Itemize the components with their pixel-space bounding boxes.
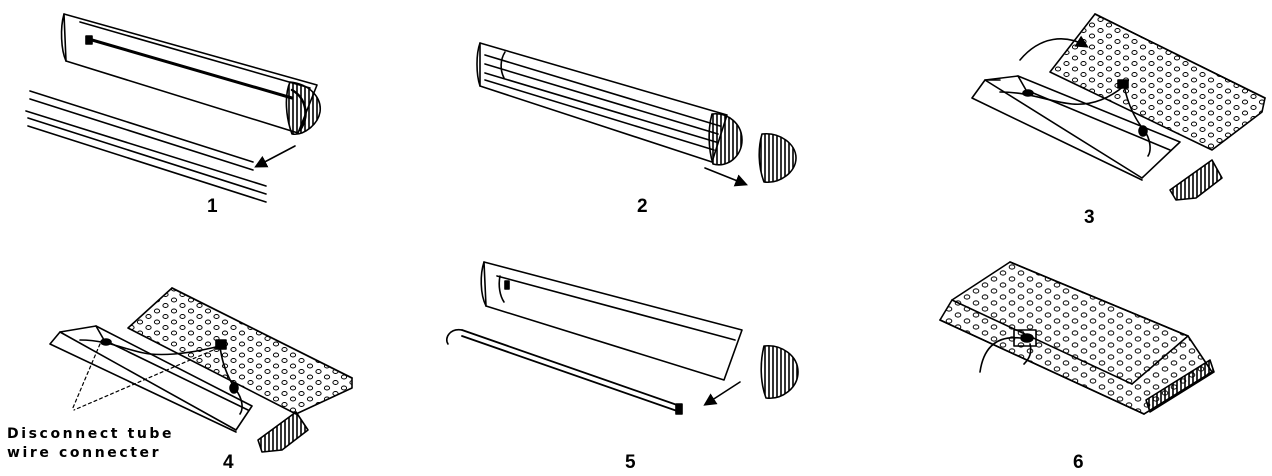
step-5-figure (446, 261, 799, 415)
step-number-5: 5 (625, 452, 636, 473)
step-1-figure (25, 13, 321, 203)
step-4-figure (49, 287, 353, 453)
step-number-2: 2 (637, 196, 648, 217)
step-number-3: 3 (1084, 207, 1095, 228)
step-number-4: 4 (223, 452, 234, 473)
step-number-1: 1 (207, 196, 218, 217)
step-3-figure (971, 13, 1266, 201)
disconnect-callout: Disconnect tube wire connecter (7, 425, 174, 463)
step-number-6: 6 (1073, 452, 1084, 473)
step-6-figure (939, 261, 1215, 415)
step-2-figure (476, 42, 797, 187)
callout-line-1: Disconnect tube (7, 426, 175, 442)
callout-line-2: wire connecter (7, 445, 162, 461)
